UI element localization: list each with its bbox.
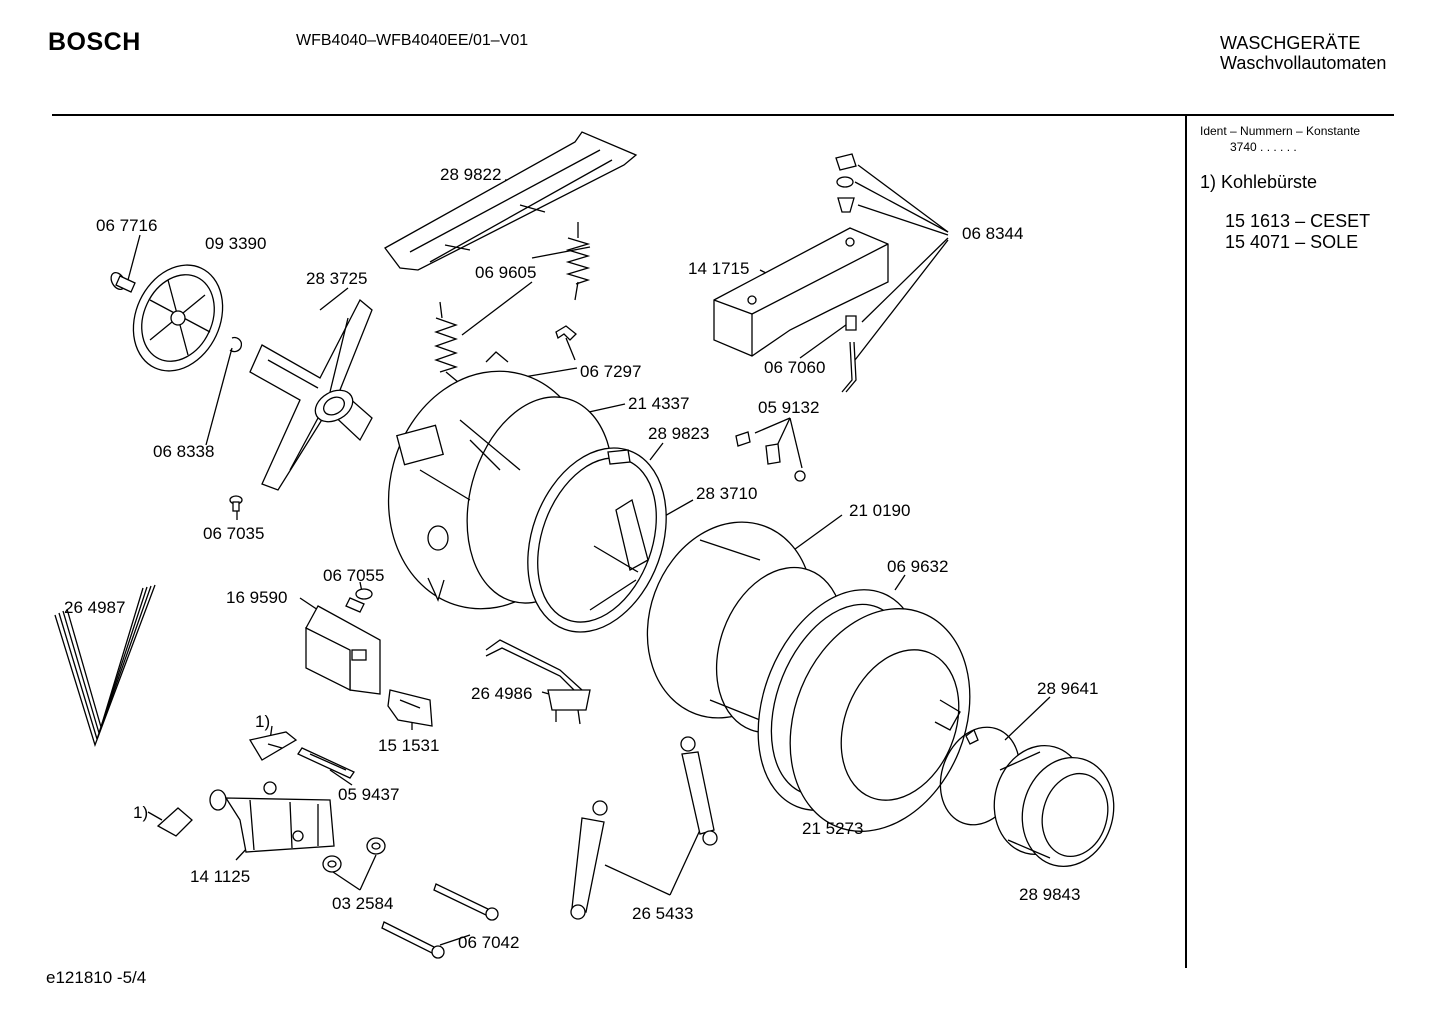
part-number-label: 21 0190 <box>849 501 910 520</box>
part-number-label: 06 7055 <box>323 566 384 585</box>
drive-belt-part <box>54 584 156 748</box>
connector-part <box>387 689 433 727</box>
screw-part <box>345 588 373 613</box>
screw-clip-part <box>735 431 806 482</box>
screw-part <box>229 495 243 512</box>
part-number-label: 06 7060 <box>764 358 825 377</box>
pulley-part <box>132 264 224 372</box>
tub-ring-part <box>527 447 667 633</box>
part-number-label: 21 5273 <box>802 819 863 838</box>
part-number-label: 06 9632 <box>887 557 948 576</box>
part-number-label: 06 7716 <box>96 216 157 235</box>
part-number-label: 28 9823 <box>648 424 709 443</box>
part-number-label: 14 1715 <box>688 259 749 278</box>
part-number-label: 26 4987 <box>64 598 125 617</box>
carbon-brush-part <box>248 731 298 761</box>
ident-heading: Ident – Nummern – Konstante <box>1200 124 1361 138</box>
part-number-label: 1) <box>133 803 148 822</box>
part-number-label: 09 3390 <box>205 234 266 253</box>
bolt-part <box>110 271 136 293</box>
hook-bolt-part <box>841 315 857 393</box>
part-number-label: 05 9132 <box>758 398 819 417</box>
part-number-label: 26 5433 <box>632 904 693 923</box>
part-number-label: 28 3710 <box>696 484 757 503</box>
note-title: 1) Kohlebürste <box>1200 172 1318 192</box>
part-number-label: 14 1125 <box>190 867 250 886</box>
note-item: 15 4071 – SOLE <box>1225 232 1359 252</box>
part-number-label: 06 7042 <box>458 933 519 952</box>
sidebar-divider <box>1185 116 1187 968</box>
control-module-part <box>305 605 381 695</box>
category-title: WASCHGERÄTE <box>1220 33 1361 53</box>
part-number-label: 15 1531 <box>378 736 439 755</box>
drum-cross-part <box>249 298 373 491</box>
category-subtitle: Waschvollautomaten <box>1220 53 1387 73</box>
foot-part <box>322 837 386 873</box>
part-number-label: 28 9843 <box>1019 885 1080 904</box>
part-number-label: 06 9605 <box>475 263 536 282</box>
ident-constant: 3740 . . . . . . <box>1230 140 1297 154</box>
part-number-label: 06 8338 <box>153 442 214 461</box>
header-divider <box>52 114 1394 116</box>
shock-absorber-part <box>570 736 718 920</box>
part-labels: 28 9822 06 7716 09 3390 28 3725 06 9605 … <box>64 165 1098 952</box>
part-number-label: 28 9641 <box>1037 679 1098 698</box>
carbon-brush-part <box>156 807 193 837</box>
brand-logo: BOSCH <box>48 28 141 56</box>
part-number-label: 16 9590 <box>226 588 287 607</box>
nut-part <box>835 153 857 213</box>
circlip-part <box>229 336 243 353</box>
motor-part <box>209 781 335 853</box>
note-item: 15 1613 – CESET <box>1225 211 1371 231</box>
cross-brace-part <box>384 131 638 271</box>
bolt-part <box>381 883 499 959</box>
part-number-label: 05 9437 <box>338 785 399 804</box>
part-number-label: 06 8344 <box>962 224 1023 243</box>
part-number-label: 26 4986 <box>471 684 532 703</box>
bracket-part <box>589 498 649 611</box>
part-number-label: 28 3725 <box>306 269 367 288</box>
model-number: WFB4040–WFB4040EE/01–V01 <box>296 32 529 49</box>
seal-strip-part <box>297 747 355 779</box>
part-number-label: 03 2584 <box>332 894 393 913</box>
heating-element-part <box>485 639 591 725</box>
front-cover-part <box>789 608 971 832</box>
counterweight-part <box>713 227 889 357</box>
part-number-label: 28 9822 <box>440 165 501 184</box>
door-seal-part <box>993 744 1115 868</box>
part-number-label: 21 4337 <box>628 394 689 413</box>
part-number-label: 06 7035 <box>203 524 264 543</box>
part-number-label: 06 7297 <box>580 362 641 381</box>
spring-part <box>434 222 591 383</box>
part-number-label: 1) <box>255 712 270 731</box>
footer-code: e121810 -5/4 <box>46 968 147 987</box>
